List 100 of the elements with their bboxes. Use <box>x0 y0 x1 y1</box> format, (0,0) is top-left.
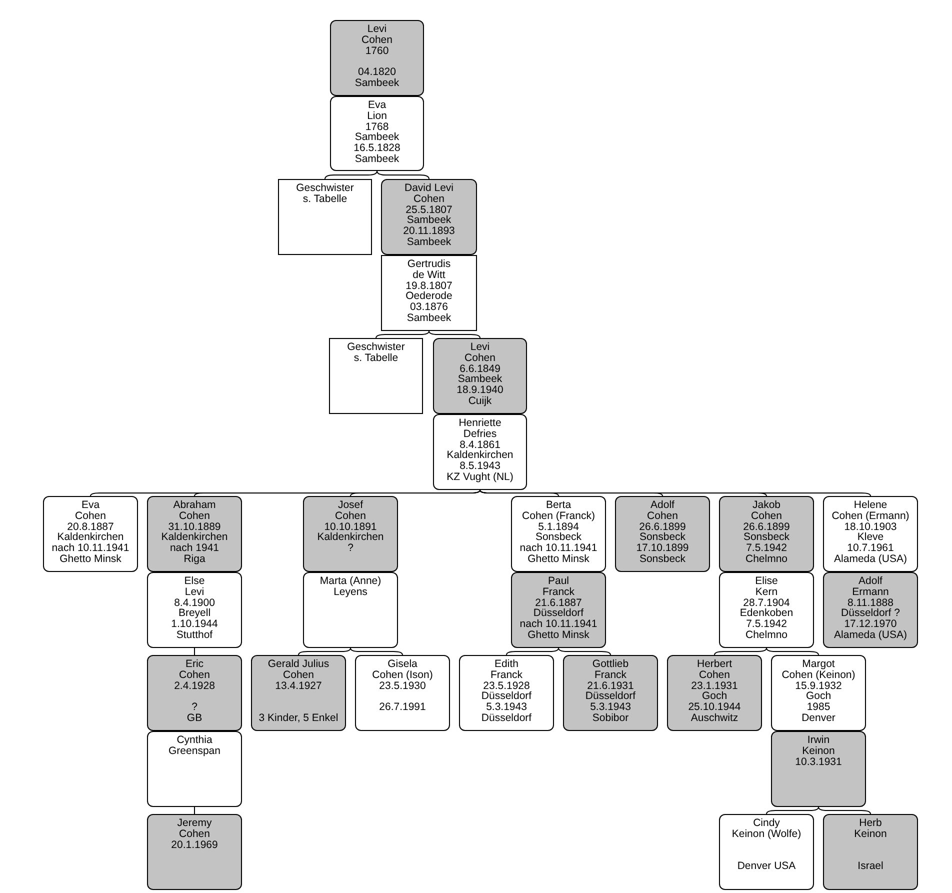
person-detail: 26.6.1899 <box>742 522 791 532</box>
person-detail: Jakob <box>751 500 782 511</box>
person-detail: Irwin <box>806 735 831 746</box>
person-detail: 5.1.1894 <box>538 522 579 532</box>
person-detail: 28.7.1904 <box>743 598 790 608</box>
person-detail: 8.11.1888 <box>848 598 894 608</box>
person-detail: David Levi <box>403 183 455 194</box>
person-detail: Oederode <box>404 291 454 302</box>
person-detail: Herbert <box>696 659 733 670</box>
person-detail: Cohen <box>178 670 211 681</box>
family-line <box>350 490 480 496</box>
person-detail: Düsseldorf <box>533 608 585 620</box>
person-detail: 18.9.1940 <box>456 385 504 396</box>
person-box <box>303 496 398 572</box>
person-detail: 19.8.1807 <box>404 280 454 292</box>
person-detail: Riga <box>182 554 206 565</box>
person-detail: 8.4.1861 <box>460 440 500 450</box>
person-detail: Helene <box>852 500 888 511</box>
person-detail: Josef <box>336 500 364 511</box>
person-detail: 17.10.1899 <box>635 543 690 554</box>
person-detail: Else <box>183 576 206 587</box>
person-detail: Gerald Julius <box>266 659 330 670</box>
person-detail: nach 10.11.1941 <box>518 543 598 554</box>
person-detail: Cohen (Ermann) <box>830 510 910 522</box>
person-box <box>381 255 477 331</box>
person-detail: Sambeek <box>406 215 452 226</box>
person-detail: Ermann <box>851 586 890 598</box>
person-box <box>719 814 814 890</box>
person-detail: Goch <box>700 691 728 702</box>
person-detail: Sambeek <box>406 236 452 248</box>
person-detail: 3 Kinder, 5 Enkel <box>258 712 340 724</box>
person-detail: 6.6.1849 <box>460 364 500 374</box>
person-detail: s. Tabelle <box>302 194 348 205</box>
person-detail: Eric <box>184 659 205 670</box>
person-detail: 23.1.1931 <box>690 680 739 692</box>
person-box <box>303 572 398 648</box>
person-box <box>563 655 658 731</box>
person-detail: Breyell <box>177 608 212 620</box>
family-line <box>350 648 403 656</box>
family-line <box>766 806 819 814</box>
person-detail: Franck <box>489 670 524 681</box>
person-detail: Sonsbeck <box>638 554 687 565</box>
person-detail: Sambeek <box>456 374 504 386</box>
person-box <box>771 655 866 731</box>
person-detail: Alameda (USA) <box>833 630 908 641</box>
person-detail: 10.7.1961 <box>847 543 894 554</box>
person-detail: Chelmno <box>744 554 789 565</box>
person-detail: Berta <box>544 500 572 511</box>
person-detail: Düsseldorf ? <box>840 608 901 620</box>
person-detail: 04.1820 <box>358 67 396 78</box>
family-line <box>324 170 378 180</box>
person-detail: Henriette <box>458 418 502 429</box>
person-detail: Cohen <box>178 510 211 522</box>
person-detail: Gisela <box>386 659 418 670</box>
person-detail: Levi <box>184 586 206 598</box>
person-detail: Adolf <box>650 500 676 511</box>
person-detail: Keinon <box>801 746 836 757</box>
person-box <box>355 655 450 731</box>
person-box <box>719 496 814 572</box>
person-box <box>147 655 242 731</box>
person-box <box>251 655 346 731</box>
person-detail: Chelmno <box>744 630 789 641</box>
person-box <box>771 731 866 807</box>
person-detail: Israel <box>856 861 884 872</box>
person-detail: Cohen <box>698 670 731 681</box>
person-detail: 31.10.1889 <box>168 522 221 532</box>
person-detail: Kaldenkirchen <box>316 532 385 544</box>
person-detail: Sambeek <box>354 132 400 144</box>
person-detail: Franck <box>593 670 628 681</box>
person-box <box>330 96 424 171</box>
person-detail: Geschwister <box>295 183 355 194</box>
person-detail: Cohen (Franck) <box>521 510 596 522</box>
person-detail: Eva <box>366 100 388 111</box>
person-detail: Margot <box>801 659 836 670</box>
person-detail: 1768 <box>365 122 389 132</box>
family-line <box>506 648 559 656</box>
person-detail: 20.8.1887 <box>67 522 114 532</box>
person-detail: 20.11.1893 <box>402 226 456 237</box>
person-detail: 26.6.1899 <box>638 522 687 532</box>
person-detail: Edenkoben <box>738 608 794 620</box>
person-detail: Cohen <box>334 510 367 522</box>
person-detail: Geschwister <box>346 342 406 353</box>
person-detail: Greenspan <box>168 746 222 757</box>
person-detail: Sambeek <box>354 78 400 89</box>
person-detail: 21.6.1887 <box>535 598 582 608</box>
person-detail: 03.1876 <box>410 302 448 313</box>
person-detail: Kern <box>754 586 779 598</box>
person-detail: 5.3.1943 <box>589 702 632 713</box>
person-detail: Cindy <box>752 818 781 829</box>
person-detail: Kaldenkirchen <box>160 532 229 544</box>
person-detail: Levi <box>366 24 388 35</box>
person-detail: Sambeek <box>354 154 400 165</box>
person-detail: Cohen <box>360 34 394 46</box>
person-detail: s. Tabelle <box>352 352 400 364</box>
person-box <box>147 496 242 572</box>
person-box <box>147 731 242 807</box>
person-detail: Sonsbeck <box>742 532 791 544</box>
person-detail: Cohen <box>646 510 679 522</box>
person-box <box>433 414 527 490</box>
person-detail: 1760 <box>364 46 390 56</box>
